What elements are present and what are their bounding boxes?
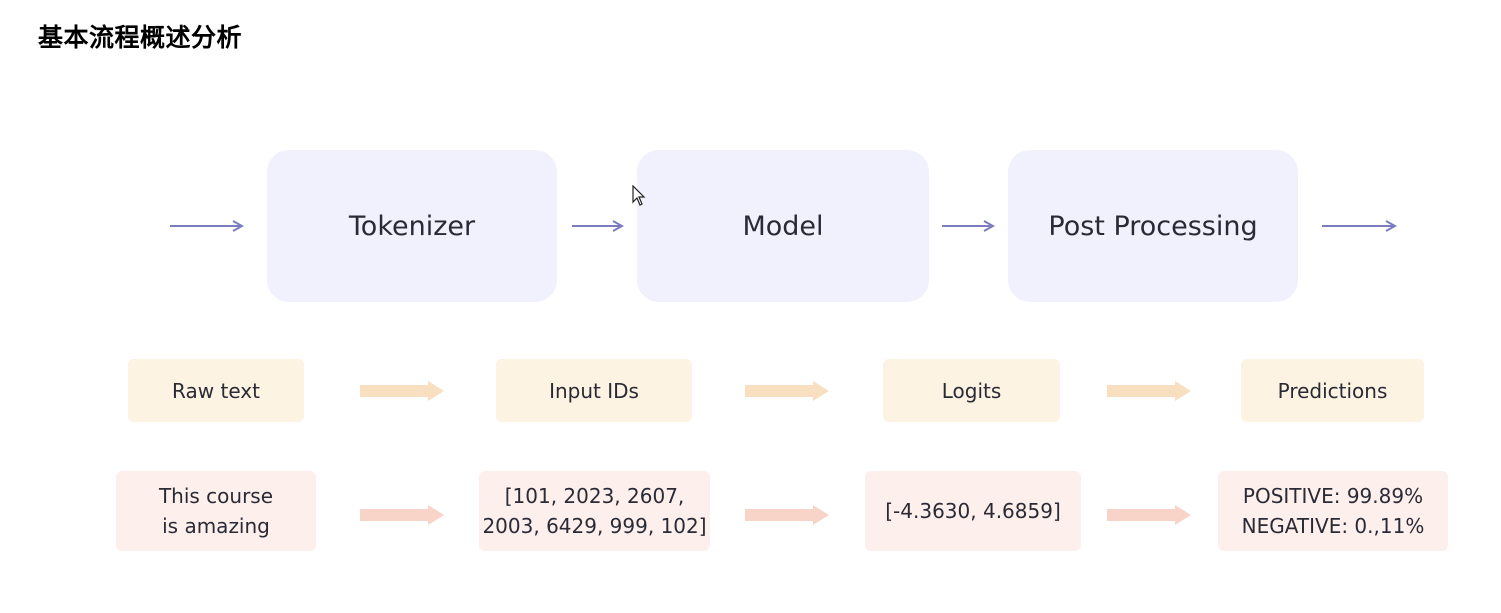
example-logits: [-4.3630, 4.6859] (865, 471, 1081, 551)
stage-model: Model (637, 150, 929, 302)
mouse-pointer-icon (632, 184, 646, 211)
label-raw-text-text: Raw text (172, 378, 260, 403)
block-arrow-right-icon (1107, 381, 1191, 401)
example-logits-line1: [-4.3630, 4.6859] (885, 499, 1061, 523)
example-raw-text-line2: is amazing (162, 514, 270, 538)
tokenizer-to-model-arrow-icon (572, 220, 624, 232)
label-logits-text: Logits (941, 378, 1002, 403)
stage-model-label: Model (742, 210, 824, 242)
input-arrow-icon (170, 220, 244, 232)
label-raw-text: Raw text (128, 359, 304, 422)
block-arrow-right-icon (745, 381, 829, 401)
model-to-postprocessing-arrow-icon (942, 220, 995, 232)
block-arrow-right-icon (1107, 505, 1191, 525)
page-title: 基本流程概述分析 (38, 23, 243, 52)
label-predictions: Predictions (1241, 359, 1424, 422)
example-raw-text-line1: This course (158, 484, 274, 508)
label-input-ids-text: Input IDs (549, 378, 639, 403)
output-arrow-icon (1322, 220, 1397, 232)
example-input-ids: [101, 2023, 2607, 2003, 6429, 999, 102] (479, 471, 710, 551)
stage-post-processing-label: Post Processing (1048, 210, 1258, 242)
block-arrow-right-icon (360, 381, 444, 401)
stage-tokenizer: Tokenizer (267, 150, 557, 302)
example-input-ids-line2: 2003, 6429, 999, 102] (482, 514, 707, 538)
label-input-ids: Input IDs (496, 359, 692, 422)
example-predictions-line1: POSITIVE: 99.89% (1242, 484, 1424, 508)
example-raw-text: This course is amazing (116, 471, 316, 551)
label-predictions-text: Predictions (1277, 378, 1388, 403)
label-logits: Logits (883, 359, 1060, 422)
example-predictions-line2: NEGATIVE: 0.,11% (1241, 514, 1425, 538)
block-arrow-right-icon (745, 505, 829, 525)
stage-tokenizer-label: Tokenizer (348, 210, 476, 242)
example-predictions: POSITIVE: 99.89% NEGATIVE: 0.,11% (1218, 471, 1448, 551)
stage-post-processing: Post Processing (1008, 150, 1298, 302)
block-arrow-right-icon (360, 505, 444, 525)
example-input-ids-line1: [101, 2023, 2607, (504, 484, 685, 508)
